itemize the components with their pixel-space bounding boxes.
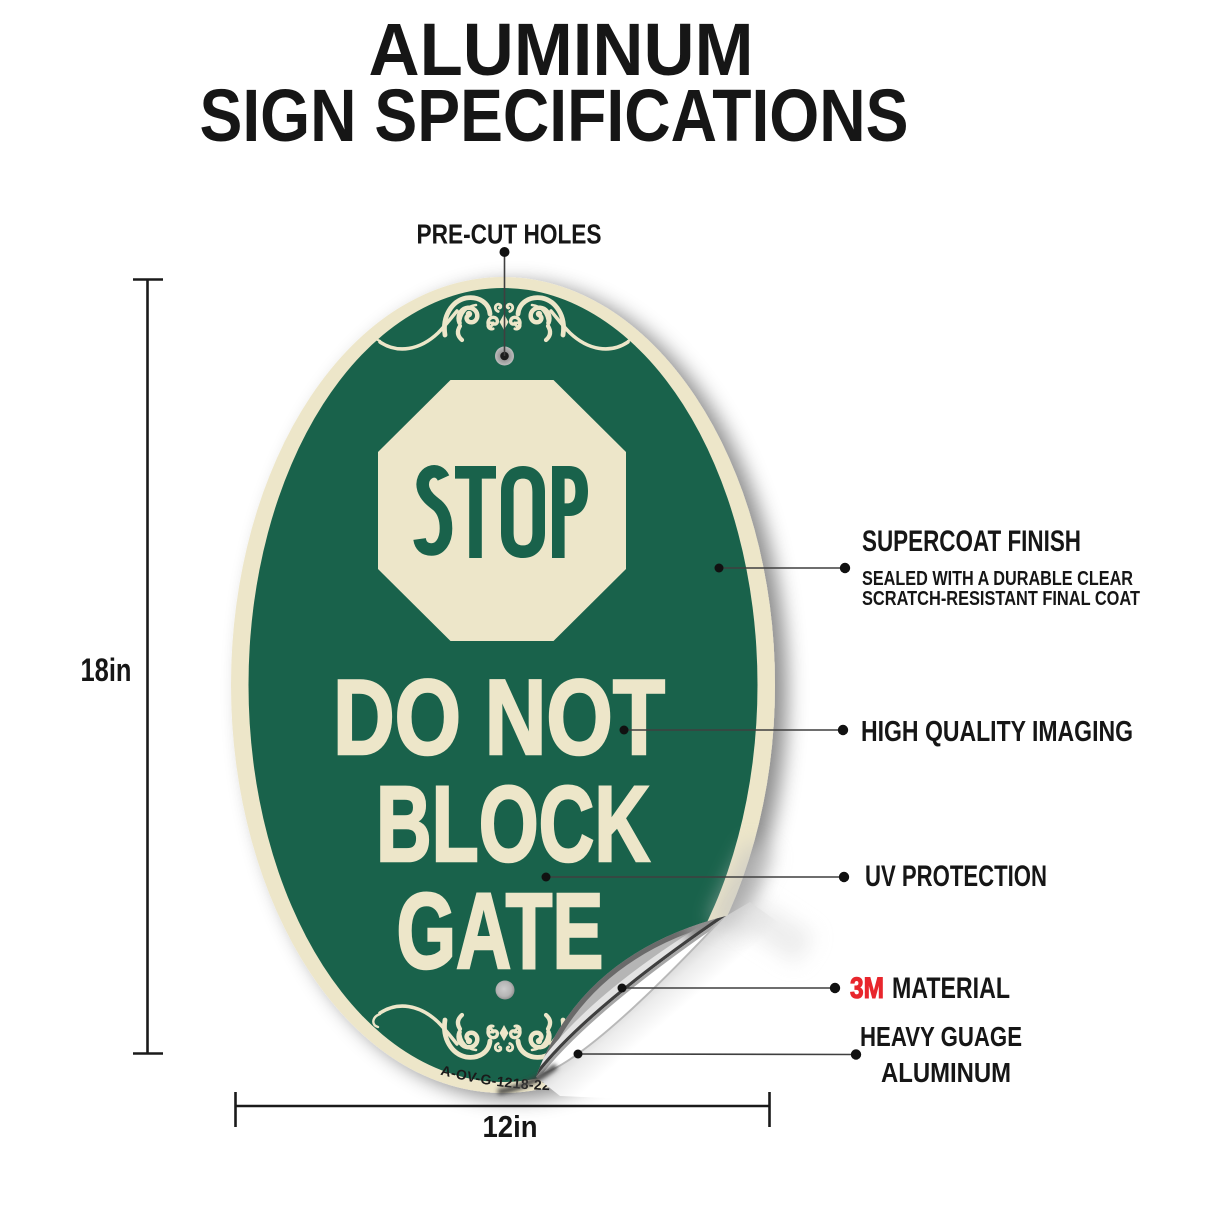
svg-text:GATE: GATE xyxy=(397,870,604,991)
svg-text:SEALED WITH A DURABLE CLEAR: SEALED WITH A DURABLE CLEAR xyxy=(862,568,1133,590)
svg-text:SCRATCH-RESISTANT FINAL COAT: SCRATCH-RESISTANT FINAL COAT xyxy=(862,588,1140,610)
svg-text:12in: 12in xyxy=(483,1109,538,1144)
svg-text:HIGH QUALITY IMAGING: HIGH QUALITY IMAGING xyxy=(861,716,1133,748)
svg-text:SUPERCOAT FINISH: SUPERCOAT FINISH xyxy=(862,525,1081,558)
svg-text:HEAVY GUAGE: HEAVY GUAGE xyxy=(860,1021,1022,1052)
svg-text:UV PROTECTION: UV PROTECTION xyxy=(865,860,1047,893)
svg-text:MATERIAL: MATERIAL xyxy=(892,972,1010,1005)
svg-text:18in: 18in xyxy=(81,652,132,688)
svg-text:ALUMINUM: ALUMINUM xyxy=(881,1057,1011,1088)
svg-text:BLOCK: BLOCK xyxy=(376,763,650,884)
svg-text:SIGN SPECIFICATIONS: SIGN SPECIFICATIONS xyxy=(200,74,909,157)
svg-text:3M: 3M xyxy=(850,972,884,1005)
svg-text:DO NOT: DO NOT xyxy=(333,657,665,777)
svg-text:ALUMINUM: ALUMINUM xyxy=(369,8,754,91)
svg-text:PRE-CUT HOLES: PRE-CUT HOLES xyxy=(417,219,602,250)
